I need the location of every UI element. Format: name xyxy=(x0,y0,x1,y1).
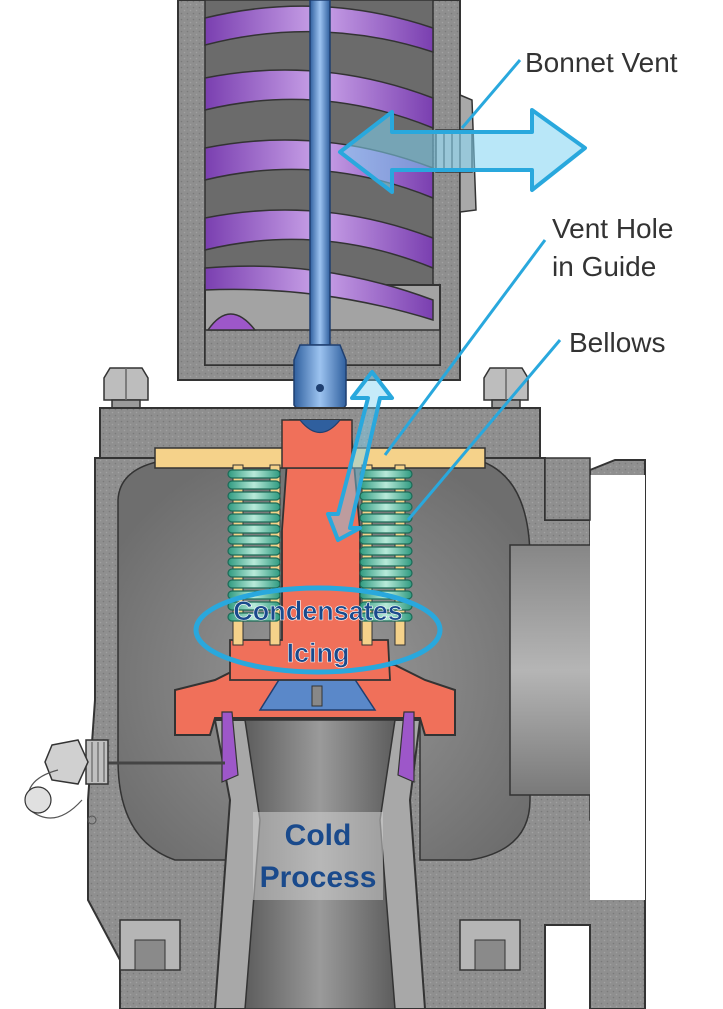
process-label: Process xyxy=(260,861,377,894)
nozzle xyxy=(213,719,427,1009)
bellows-convolution xyxy=(359,469,413,479)
bellows-convolution xyxy=(359,579,413,589)
icing-zone-ellipse xyxy=(193,585,443,675)
bellows-convolution xyxy=(227,557,281,567)
vent-hole-leader xyxy=(383,239,547,456)
disc-holder xyxy=(174,664,456,783)
bellows-convolution xyxy=(227,513,281,523)
bellows-convolution xyxy=(359,491,413,501)
bonnet-vent-arrow xyxy=(338,108,587,194)
bellows-convolution xyxy=(359,524,413,534)
bellows-leader xyxy=(406,339,562,521)
bellows-convolution xyxy=(359,535,413,545)
bellows-convolution xyxy=(359,612,413,622)
condensates-label: Condensates xyxy=(233,596,403,626)
bellows-convolution xyxy=(227,502,281,512)
bellows-convolution xyxy=(227,491,281,501)
vent-hole-label-line2: in Guide xyxy=(552,251,656,282)
bellows-convolution xyxy=(227,601,281,611)
bellows-convolution xyxy=(359,480,413,490)
bellows-convolution xyxy=(227,535,281,545)
bellows-convolution xyxy=(227,546,281,556)
bellows-convolution xyxy=(359,557,413,567)
bellows-convolution xyxy=(359,513,413,523)
bellows-convolution xyxy=(359,601,413,611)
bellows-convolution xyxy=(359,568,413,578)
stem xyxy=(293,0,347,421)
bonnet-vent-label: Bonnet Vent xyxy=(525,47,678,78)
bellows-convolution xyxy=(227,568,281,578)
icing-label: Icing xyxy=(286,638,349,668)
cold-label: Cold xyxy=(285,819,352,852)
drain-plug xyxy=(24,739,225,825)
bellows-label: Bellows xyxy=(569,327,665,358)
bellows-convolution xyxy=(227,480,281,490)
bellows-convolution xyxy=(227,579,281,589)
guide-vent-arrow xyxy=(326,370,394,542)
bellows-convolution xyxy=(227,469,281,479)
bellows-convolution xyxy=(227,612,281,622)
bellows-convolution xyxy=(227,524,281,534)
vent-hole-label-line1: Vent Hole xyxy=(552,213,673,244)
bellows-convolution xyxy=(359,502,413,512)
bonnet-vent-leader xyxy=(460,59,522,129)
bellows-convolution xyxy=(359,546,413,556)
